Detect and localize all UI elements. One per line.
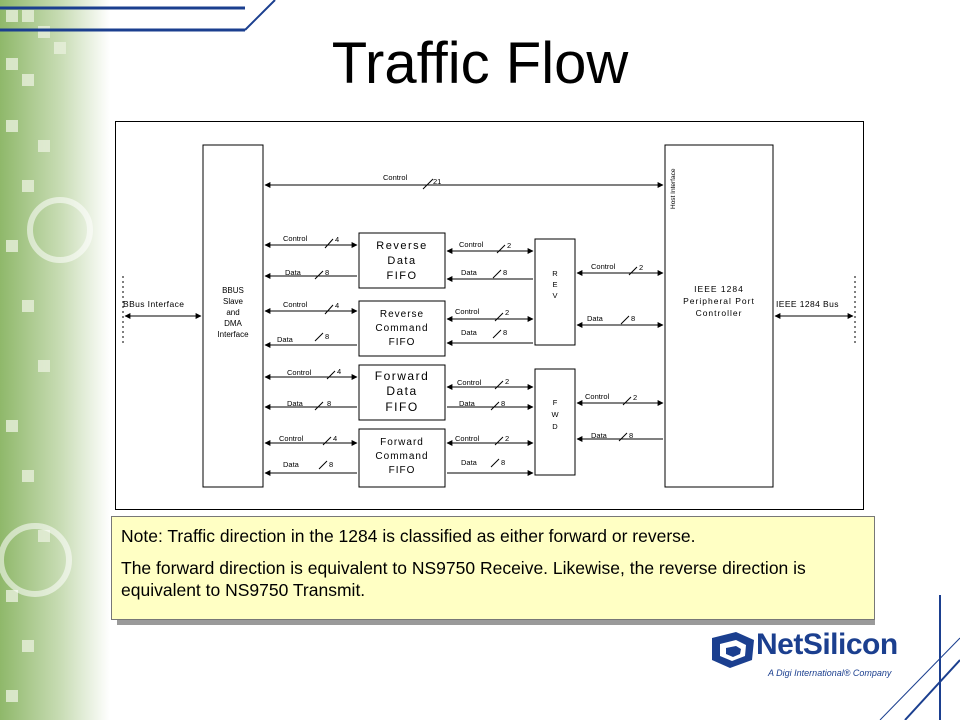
ctl-bbus-rdf-w: 4	[335, 235, 339, 244]
rev-3: V	[552, 291, 557, 300]
dat-bbus-rdf: Data	[285, 268, 302, 277]
dat-fcf-fwd: Data	[461, 458, 478, 467]
host-interface-label: Host Interface	[670, 168, 677, 209]
dat-bbus-rcf: Data	[277, 335, 294, 344]
dat-rev-ieee-w: 8	[631, 314, 635, 323]
ieee1284-bus-label: IEEE 1284 Bus	[776, 299, 839, 309]
ctl-fdf-fwd: Control	[457, 378, 482, 387]
rcf-1: Reverse	[380, 309, 424, 320]
bbus-block	[202, 144, 264, 488]
ieee-line-1: IEEE 1284	[694, 284, 744, 294]
decorative-side-panel	[0, 0, 110, 720]
ctl-rev-ieee-w: 2	[639, 263, 643, 272]
netsilicon-logo: NetSilicon A Digi International® Company	[700, 622, 900, 692]
forward-command-fifo	[358, 428, 446, 488]
bbus-line-1: BBUS	[222, 286, 244, 295]
dat-rev-ieee: Data	[587, 314, 604, 323]
rev-1: R	[552, 269, 558, 278]
ctl-bbus-rcf: Control	[283, 300, 308, 309]
ctl-fwd-ieee-w: 2	[633, 393, 637, 402]
logo-tagline: A Digi International® Company	[768, 668, 892, 678]
ctl-fcf-fwd: Control	[455, 434, 480, 443]
rev-mux-block	[534, 238, 576, 346]
note-line-1: Note: Traffic direction in the 1284 is c…	[121, 526, 696, 546]
bbus-line-4: DMA	[224, 319, 242, 328]
rdf-3: FIFO	[386, 270, 417, 282]
ctl-rcf-rev: Control	[455, 307, 480, 316]
dat-rcf-rev-w: 8	[503, 328, 507, 337]
rdf-1: Reverse	[376, 240, 427, 252]
dat-rdf-rev: Data	[461, 268, 478, 277]
ctl-bbus-fcf: Control	[279, 434, 304, 443]
logo-name: NetSilicon	[756, 628, 898, 661]
ieee-line-2: Peripheral Port	[683, 296, 755, 306]
note-line-2: The forward direction is equivalent to N…	[121, 558, 806, 600]
fwd-2: W	[551, 410, 559, 419]
ctl-bbus-fcf-w: 4	[333, 434, 337, 443]
ctl-rdf-rev-w: 2	[507, 241, 511, 250]
dat-bbus-fdf-w: 8	[327, 399, 331, 408]
ctl-bbus-fdf: Control	[287, 368, 312, 377]
ctl-rdf-rev: Control	[459, 240, 484, 249]
netsilicon-logo-mark	[712, 632, 754, 668]
ctl-fwd-ieee: Control	[585, 392, 610, 401]
rcf-3: FIFO	[389, 337, 416, 348]
fwd-mux-block	[534, 368, 576, 476]
dat-fwd-ieee-w: 8	[629, 431, 633, 440]
traffic-flow-diagram: BBUS Slave and DMA Interface IEEE 1284 P…	[115, 121, 864, 510]
fcf-1: Forward	[380, 437, 424, 448]
slide-title: Traffic Flow	[331, 31, 629, 96]
forward-data-fifo	[358, 364, 446, 421]
dat-bbus-fdf: Data	[287, 399, 304, 408]
bbus-interface-label: BBus Interface	[123, 299, 184, 309]
fcf-3: FIFO	[389, 465, 416, 476]
fdf-1: Forward	[375, 369, 430, 383]
bbus-line-2: Slave	[223, 297, 244, 306]
reverse-command-fifo	[358, 300, 446, 357]
ctl-bbus-rcf-w: 4	[335, 301, 339, 310]
fdf-2: Data	[386, 384, 417, 398]
dat-fcf-fwd-w: 8	[501, 458, 505, 467]
ctl-fcf-fwd-w: 2	[505, 434, 509, 443]
ieee-line-3: Controller	[696, 308, 743, 318]
top-control-label: Control	[383, 173, 408, 182]
dat-bbus-fcf: Data	[283, 460, 300, 469]
ctl-bbus-fdf-w: 4	[337, 367, 341, 376]
note-callout: Note: Traffic direction in the 1284 is c…	[111, 516, 875, 620]
fdf-3: FIFO	[385, 400, 418, 414]
fwd-3: D	[552, 422, 558, 431]
rev-2: E	[552, 280, 557, 289]
ieee1284-block	[664, 144, 774, 488]
bbus-line-5: Interface	[217, 330, 249, 339]
rdf-2: Data	[387, 255, 416, 267]
dat-bbus-rdf-w: 8	[325, 268, 329, 277]
dat-rdf-rev-w: 8	[503, 268, 507, 277]
top-accent-lines	[0, 0, 276, 32]
ctl-fdf-fwd-w: 2	[505, 377, 509, 386]
ctl-rcf-rev-w: 2	[505, 308, 509, 317]
dat-rcf-rev: Data	[461, 328, 478, 337]
reverse-data-fifo	[358, 232, 446, 289]
bbus-line-3: and	[226, 308, 239, 317]
dat-fdf-fwd: Data	[459, 399, 476, 408]
top-control-width: 21	[433, 177, 441, 186]
ctl-rev-ieee: Control	[591, 262, 616, 271]
fwd-1: F	[553, 398, 558, 407]
rcf-2: Command	[375, 323, 428, 334]
dat-fdf-fwd-w: 8	[501, 399, 505, 408]
fcf-2: Command	[375, 451, 428, 462]
dat-bbus-fcf-w: 8	[329, 460, 333, 469]
ctl-bbus-rdf: Control	[283, 234, 308, 243]
dat-bbus-rcf-w: 8	[325, 332, 329, 341]
dat-fwd-ieee: Data	[591, 431, 608, 440]
